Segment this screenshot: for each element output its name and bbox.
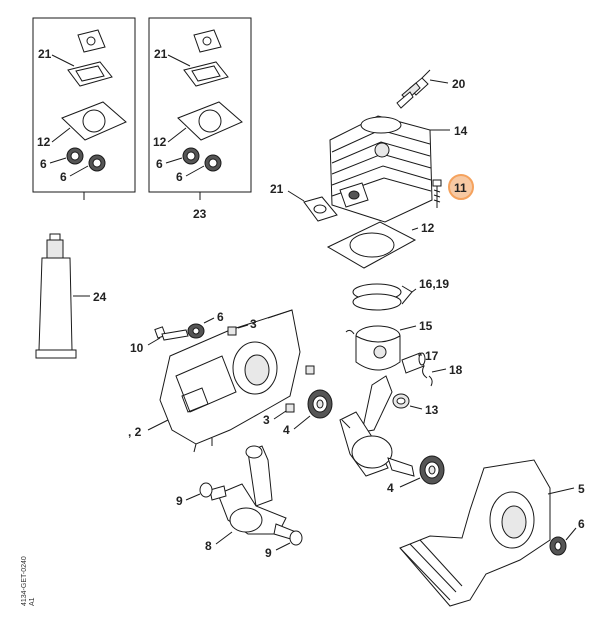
label-6d: 6 [176, 170, 183, 184]
circlip: 18 [422, 363, 463, 387]
bearing-upper: 4 [283, 389, 333, 437]
label-6a: 6 [40, 157, 47, 171]
label-6e: 6 [217, 310, 224, 324]
reference-code: 4134-GET-0240 A1 [21, 556, 36, 606]
crankshaft-lower: 9 8 9 [176, 445, 303, 560]
label-11: 11 [454, 181, 467, 195]
reference-code-text: 4134-GET-0240 [21, 556, 28, 606]
label-2: , 2 [128, 425, 142, 439]
label-4a: 4 [283, 423, 290, 437]
label-12c: 12 [421, 221, 435, 235]
label-21b: 21 [154, 47, 168, 61]
crankshaft-assembly [339, 375, 415, 477]
piston-rings: 16,19 [352, 277, 449, 311]
piston-pin: 17 [401, 349, 439, 374]
label-6f: 6 [578, 517, 585, 531]
crankcase-half-right: 5 [399, 459, 585, 607]
dowel-pin-upper: 3 [227, 317, 257, 336]
label-12a: 12 [37, 135, 51, 149]
label-15: 15 [419, 319, 433, 333]
cylinder-screw: 11 [432, 174, 474, 208]
spark-plug: 20 [396, 69, 466, 109]
gasket-kit-box-right: 21 12 6 6 23 [148, 17, 252, 221]
cylinder-gasket: 12 [326, 221, 435, 269]
dowel-pin-lower: 3 [263, 365, 315, 427]
label-12b: 12 [153, 135, 167, 149]
needle-cage: 13 [392, 393, 439, 417]
label-21a: 21 [38, 47, 52, 61]
intake-gasket: 21 [270, 182, 338, 222]
label-4b: 4 [387, 481, 394, 495]
label-6b: 6 [60, 170, 67, 184]
cylinder: 14 [329, 115, 468, 223]
label-24: 24 [93, 290, 107, 304]
grease-tube: 24 [35, 233, 107, 359]
label-3b: 3 [263, 413, 270, 427]
label-5: 5 [578, 482, 585, 496]
label-10: 10 [130, 341, 144, 355]
piston: 15 [345, 319, 433, 371]
label-3a: 3 [250, 317, 257, 331]
crankcase-half-left: , 2 [128, 309, 301, 453]
screw-and-seal-upper: 10 6 [130, 310, 224, 355]
label-21c: 21 [270, 182, 284, 196]
reference-code-text-2: A1 [29, 597, 36, 606]
label-9a: 9 [176, 494, 183, 508]
seal-lower-right: 6 [549, 517, 585, 556]
label-8: 8 [205, 539, 212, 553]
gasket-kit-box-left: 21 12 6 6 [32, 17, 136, 200]
label-16-19: 16,19 [419, 277, 449, 291]
label-20: 20 [452, 77, 466, 91]
label-13: 13 [425, 403, 439, 417]
highlight-badge-11 [448, 174, 474, 200]
bearing-lower: 4 [387, 455, 445, 495]
label-18: 18 [449, 363, 463, 377]
label-23: 23 [193, 207, 207, 221]
label-17: 17 [425, 349, 439, 363]
label-14: 14 [454, 124, 468, 138]
label-6c: 6 [156, 157, 163, 171]
label-9b: 9 [265, 546, 272, 560]
